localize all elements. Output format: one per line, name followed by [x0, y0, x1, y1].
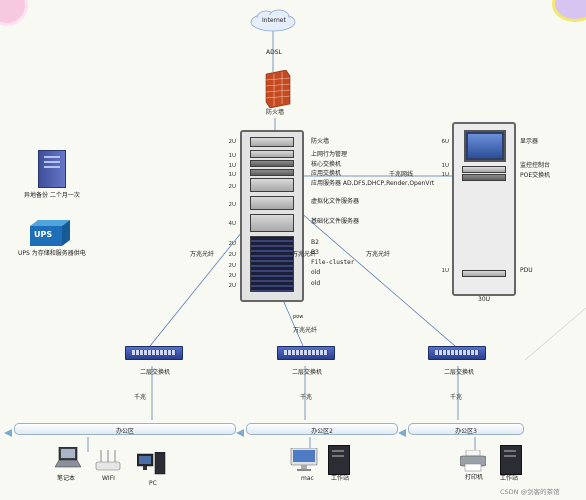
office-bar-3: 办公区3: [408, 423, 524, 435]
rack-device-label: 监控控制台: [520, 162, 551, 169]
rack-device-behavior-mgmt: [250, 150, 294, 158]
office-bar-1: 办公区: [14, 423, 236, 435]
rack-device-label: 应用服务器 AD,DFS,DHCP,Render,OpenVrt: [311, 180, 435, 187]
rack-unit-label: 1U: [228, 172, 236, 178]
rack-device-app-server: [250, 178, 294, 192]
floor-switch-3: [428, 346, 486, 360]
arrow-left-icon: [236, 429, 244, 437]
endpoint-label: PC: [149, 480, 157, 487]
arrow-left-icon: [4, 429, 12, 437]
floor-switch-label: 二层交换机: [292, 369, 323, 376]
ups-icon: UPS: [30, 220, 70, 246]
cloud-icon: [248, 8, 298, 34]
office-label: 办公区: [115, 428, 134, 435]
rack-device-label: 基础化文件服务器: [311, 218, 360, 225]
rack-device-label: 虚拟化文件服务器: [311, 198, 360, 205]
link-label-lan: 千兆网线: [389, 171, 414, 178]
rack-unit-label: 1U: [441, 268, 449, 274]
floor-switch-label: 二层交换机: [140, 369, 171, 376]
arrow-left-icon: [398, 429, 406, 437]
offsite-backup-label: 异地备份 二个月一次: [24, 192, 80, 199]
rack-unit-label: 2U: [228, 273, 236, 279]
link-label-fiber: 万兆光纤: [366, 251, 391, 258]
office-label: 办公区3: [455, 428, 477, 435]
endpoint-label: WIFI: [102, 475, 115, 482]
internet-label: Internet: [262, 17, 286, 24]
adsl-label: ADSL: [266, 49, 282, 56]
rack-device-core-switch: [250, 160, 294, 167]
rack-device-monitor-console: [462, 166, 506, 173]
rack-device-virt-file-server: [250, 196, 294, 210]
corner-decoration-right: [552, 0, 586, 22]
rack-device-label: 核心交换机: [311, 161, 342, 168]
endpoint-label: 打印机: [465, 474, 484, 481]
rack-device-label: 上网行为管理: [311, 151, 348, 158]
floor-switch-1: [125, 346, 183, 360]
server-tower-icon: [38, 150, 66, 188]
ups-label: UPS 为存储和服务器供电: [18, 250, 86, 257]
printer-icon: [460, 450, 486, 472]
rack-device-app-switch: [250, 169, 294, 176]
rack-device-label: 显示器: [520, 138, 539, 145]
endpoint-label: 工作站: [500, 475, 519, 482]
rack-device-label: 应用交换机: [311, 170, 342, 177]
rack-unit-label: 2U: [228, 252, 236, 258]
rack-device-label: 防火墙: [311, 138, 330, 145]
ups-icon-text: UPS: [34, 230, 53, 239]
rack-device-label: B2: [311, 239, 319, 246]
uplink-label: 千兆: [300, 394, 313, 401]
rack-unit-label: 1U: [228, 153, 236, 159]
pc-icon: [137, 452, 167, 476]
rack-device-label: PDU: [520, 267, 533, 274]
mac-icon: [290, 448, 318, 472]
rack-unit-label: 2U: [228, 283, 236, 289]
rack-device-label: old: [311, 280, 321, 287]
monitor-icon: [464, 130, 506, 162]
rack-device-label: File-cluster: [311, 259, 355, 266]
workstation-icon: [500, 445, 522, 475]
uplink-label: 千兆: [134, 394, 147, 401]
rack-unit-label: 2U: [228, 263, 236, 269]
wifi-router-icon: [95, 450, 121, 472]
office-bar-2: 办公区2: [246, 423, 398, 435]
rack-device-poe-switch: [462, 174, 506, 181]
rack-unit-label: 2U: [228, 202, 236, 208]
uplink-label: 千兆: [450, 394, 463, 401]
main-server-rack: [240, 130, 304, 302]
endpoint-label: 笔记本: [57, 475, 76, 482]
laptop-icon: [55, 447, 81, 471]
link-label-fiber: 万兆光纤: [293, 327, 318, 334]
office-label: 办公区2: [311, 428, 333, 435]
link-label-pow: pow: [293, 314, 304, 320]
endpoint-label: mac: [301, 475, 314, 482]
watermark: CSDN @剑客的茶馆: [500, 488, 560, 496]
rack-device-base-file-server: [250, 214, 294, 232]
rack-unit-label: 2U: [228, 241, 236, 247]
rack-device-storage-array: [250, 236, 294, 292]
floor-switch-2: [277, 346, 335, 360]
rack-unit-label: 6U: [441, 139, 449, 145]
floor-switch-label: 二层交换机: [444, 369, 475, 376]
rack-device-label: old: [311, 269, 321, 276]
rack-unit-label: 1U: [441, 163, 449, 169]
link-label-fiber: 万兆光纤: [190, 251, 215, 258]
rack-unit-label: 4U: [228, 221, 236, 227]
firewall-label: 防火墙: [266, 109, 285, 116]
rack-unit-label: 2U: [228, 184, 236, 190]
rack-device-label: B3: [311, 249, 319, 256]
link-label-fiber: 万兆光纤: [292, 251, 317, 258]
monitoring-rack: [452, 122, 516, 296]
rack-unit-label: 1U: [228, 163, 236, 169]
workstation-icon: [328, 445, 350, 475]
rack-unit-label: 2U: [228, 139, 236, 145]
rack-device-firewall: [250, 137, 294, 147]
firewall-icon: [262, 70, 292, 108]
rack-device-pdu: [462, 270, 506, 277]
rack-device-label: POE交换机: [520, 172, 551, 179]
rack-caption: 30U: [478, 296, 491, 303]
rack-unit-label: 1U: [441, 172, 449, 178]
endpoint-label: 工作站: [331, 475, 350, 482]
